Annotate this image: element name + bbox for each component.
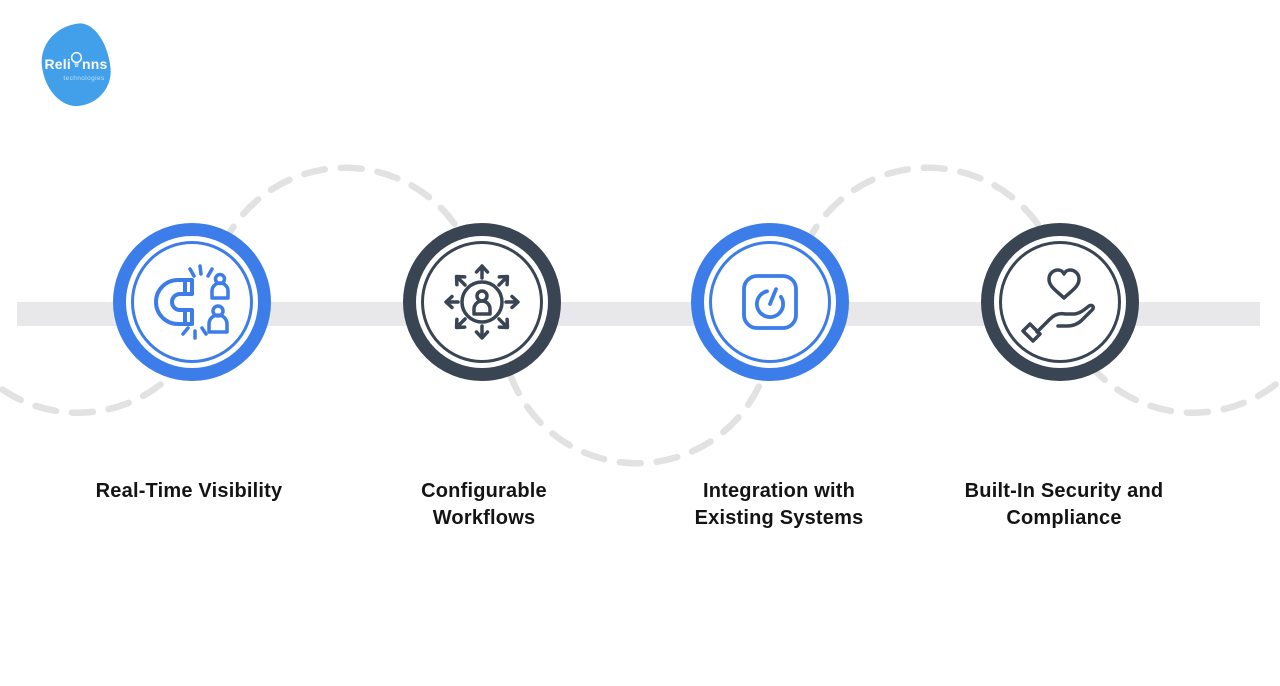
feature-circle-inner-ring <box>999 241 1121 363</box>
feature-circle-inner-ring <box>131 241 253 363</box>
feature-circle <box>403 223 561 381</box>
dashed-arc-bottom-2 <box>506 370 768 467</box>
magnet-attract-users-icon <box>154 264 230 340</box>
feature-label-line-1: Real-Time Visibility <box>95 480 283 502</box>
feature-label-line-1: Integration with <box>702 480 856 502</box>
dashed-arc-top-3 <box>802 164 1054 249</box>
feature-label: Integration with Existing Systems <box>629 478 929 532</box>
feature-circle <box>113 223 271 381</box>
dashed-arc-bottom-right <box>1086 361 1280 416</box>
feature-label-line-1: Built-In Security and <box>964 480 1164 502</box>
dashed-arc-top-1 <box>219 164 471 249</box>
brand-tagline: technologies <box>63 75 105 82</box>
feature-circle <box>691 223 849 381</box>
feature-label-line-2: Existing Systems <box>694 507 864 529</box>
person-network-arrows-icon <box>444 264 520 340</box>
feature-label: Real-Time Visibility <box>39 478 339 505</box>
feature-circle-inner-ring <box>709 241 831 363</box>
feature-label: Configurable Workflows <box>334 478 634 532</box>
brand-logo: Reli nns technologies <box>37 20 115 110</box>
dashed-arc-bottom-left <box>0 361 185 416</box>
power-button-icon <box>742 274 798 330</box>
feature-label-line-2: Workflows <box>432 507 536 529</box>
feature-label: Built-In Security and Compliance <box>914 478 1214 532</box>
brand-name: Reli nns <box>45 51 108 74</box>
feature-label-line-2: Compliance <box>1006 507 1122 529</box>
lightbulb-icon <box>70 51 83 67</box>
feature-label-line-1: Configurable <box>421 480 547 502</box>
feature-circle <box>981 223 1139 381</box>
hand-holding-heart-icon <box>1021 268 1095 343</box>
feature-circle-inner-ring <box>421 241 543 363</box>
